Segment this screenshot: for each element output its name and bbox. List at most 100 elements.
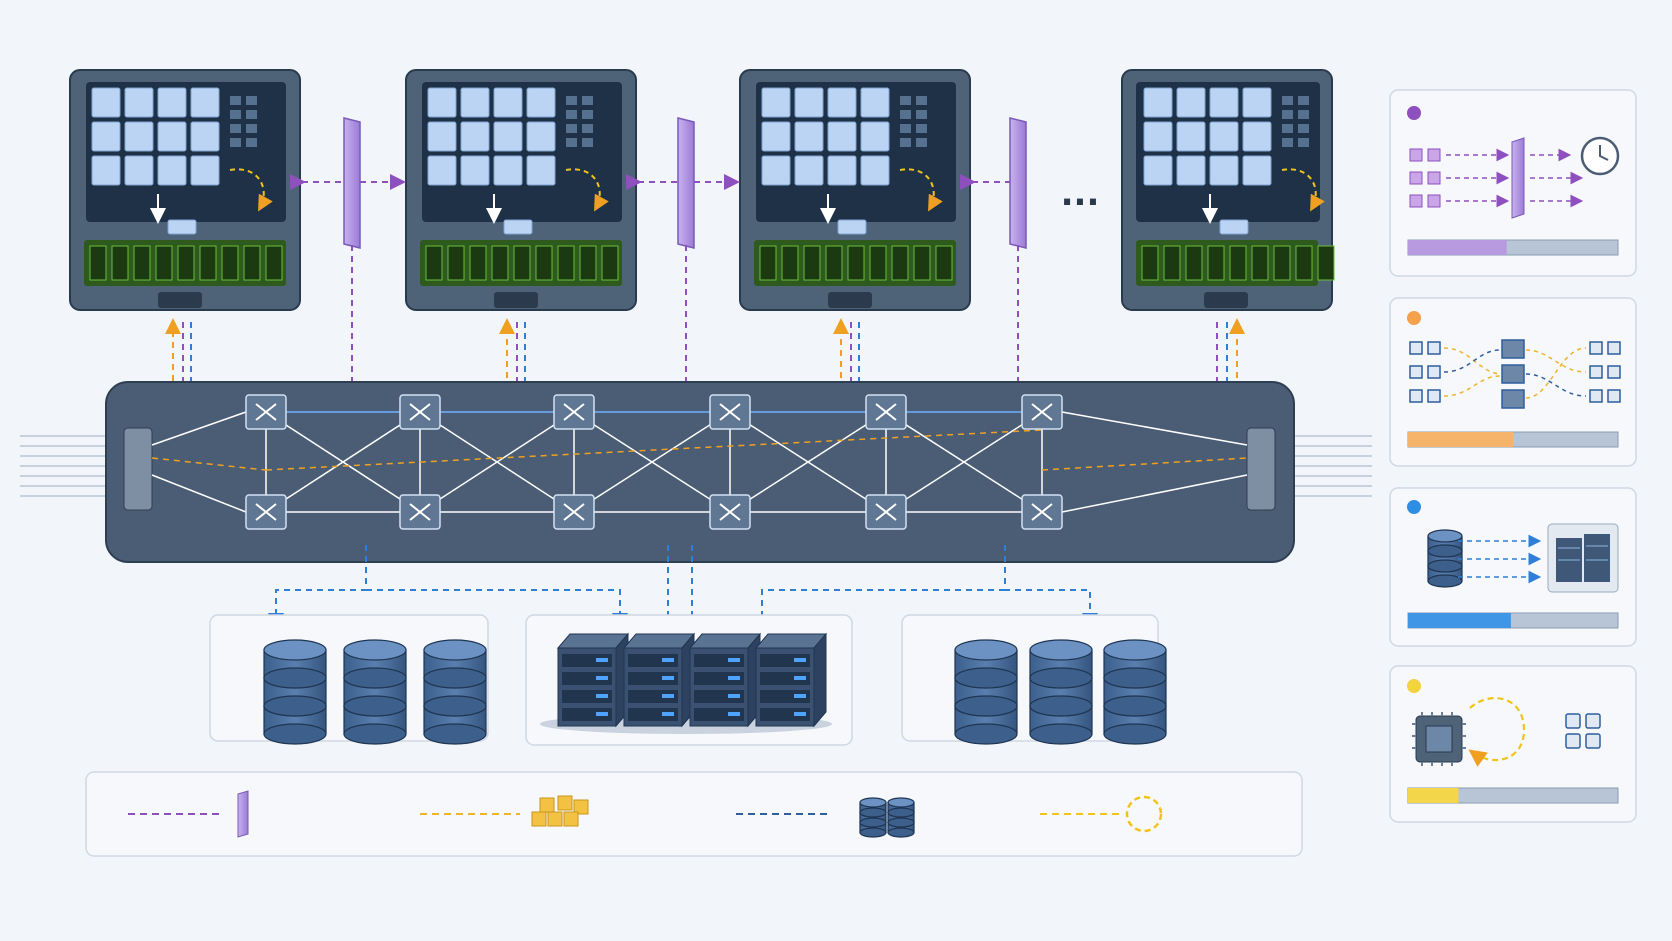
indicator-block xyxy=(1282,138,1293,147)
database-cylinder-icon xyxy=(343,639,407,745)
switch-icon xyxy=(865,394,907,430)
switch-icon xyxy=(245,494,287,530)
fabric-link xyxy=(885,411,1043,513)
ram-chip xyxy=(1273,245,1291,281)
indicator-block xyxy=(230,96,241,105)
side-panel-2 xyxy=(1389,297,1637,467)
ram-chip xyxy=(825,245,843,281)
indicator-block xyxy=(1298,110,1309,119)
compute-core-grid xyxy=(761,87,943,235)
ram-chip xyxy=(133,245,151,281)
external-cables-right xyxy=(1290,435,1372,497)
switch-icon xyxy=(553,494,595,530)
ram-chip xyxy=(935,245,953,281)
bridge-chip xyxy=(837,219,867,235)
fabric-link xyxy=(265,429,1043,471)
switch-icon xyxy=(1021,394,1063,430)
indicator-block xyxy=(566,110,577,119)
legend xyxy=(85,771,1303,857)
ram-chip xyxy=(781,245,799,281)
node-fabric-links xyxy=(165,245,1245,400)
compute-core xyxy=(493,87,523,118)
compute-core xyxy=(1242,87,1272,118)
compute-core xyxy=(91,121,121,152)
fabric-link xyxy=(729,411,887,513)
indicator-block xyxy=(1282,124,1293,133)
indicator-block xyxy=(1282,110,1293,119)
indicator-block xyxy=(900,96,911,105)
compute-core xyxy=(794,87,824,118)
ram-chip xyxy=(513,245,531,281)
ram-chip xyxy=(913,245,931,281)
switch-icon xyxy=(399,494,441,530)
database-stack-icon xyxy=(859,797,915,838)
ram-chip xyxy=(803,245,821,281)
indicator-block xyxy=(1298,124,1309,133)
progress-fill xyxy=(1408,240,1507,255)
port-connector-icon xyxy=(1246,427,1276,511)
compute-core xyxy=(761,121,791,152)
indicator-block xyxy=(916,96,927,105)
compute-core xyxy=(860,155,890,186)
compute-core xyxy=(1176,121,1206,152)
compute-core xyxy=(124,87,154,118)
server-rack-icon xyxy=(754,632,828,728)
switch-icon xyxy=(399,394,441,430)
compute-core xyxy=(124,155,154,186)
compute-core xyxy=(860,121,890,152)
storage-group-left xyxy=(209,614,489,745)
server-rack-icon xyxy=(622,632,696,728)
port-connector-icon xyxy=(828,292,872,308)
gpu-node-1 xyxy=(69,69,301,311)
switch-icon xyxy=(245,394,287,430)
ram-chip xyxy=(89,245,107,281)
database-cylinder-icon xyxy=(1103,639,1167,745)
ram-chip xyxy=(557,245,575,281)
ram-chip xyxy=(579,245,597,281)
compute-core xyxy=(190,87,220,118)
indicator-block xyxy=(1298,138,1309,147)
bridge-chip xyxy=(167,219,197,235)
port-connector-icon xyxy=(1204,292,1248,308)
legend-item-recompute xyxy=(1040,795,1163,833)
side-panel-1 xyxy=(1389,89,1637,277)
compute-core xyxy=(427,155,457,186)
fabric-link xyxy=(1061,411,1248,446)
switch-icon xyxy=(709,494,751,530)
compute-core xyxy=(827,155,857,186)
database-cylinder-icon xyxy=(263,639,327,745)
switch-icon xyxy=(709,394,751,430)
purple-slab-icon xyxy=(237,790,249,838)
gpu-node-3 xyxy=(739,69,971,311)
external-cables-left xyxy=(20,435,108,497)
indicator-block xyxy=(230,138,241,147)
indicator-block xyxy=(916,138,927,147)
ram-chip xyxy=(535,245,553,281)
compute-core xyxy=(1143,87,1173,118)
purple-slab-icon xyxy=(626,117,740,249)
panel-dot xyxy=(1407,679,1421,693)
compute-core xyxy=(827,87,857,118)
switch-icon xyxy=(1021,494,1063,530)
progress-fill xyxy=(1408,788,1459,803)
ram-chip xyxy=(243,245,261,281)
ram-chip xyxy=(1295,245,1313,281)
fabric-link xyxy=(265,411,421,513)
legend-item-storage xyxy=(736,797,915,838)
ram-chip xyxy=(425,245,443,281)
indicator-block xyxy=(582,124,593,133)
switch-fabric xyxy=(20,381,1372,563)
fabric-link xyxy=(573,411,731,513)
compute-core xyxy=(91,155,121,186)
storage-group-center xyxy=(525,614,853,746)
ram-chip xyxy=(1141,245,1159,281)
indicator-block xyxy=(916,110,927,119)
interconnect-links xyxy=(290,117,1027,249)
panel-dot xyxy=(1407,311,1421,325)
purple-slab-icon xyxy=(960,117,1027,249)
progress-fill xyxy=(1408,613,1511,628)
indicator-block xyxy=(246,138,257,147)
server-rack-icon xyxy=(688,632,762,728)
compute-core xyxy=(1176,87,1206,118)
